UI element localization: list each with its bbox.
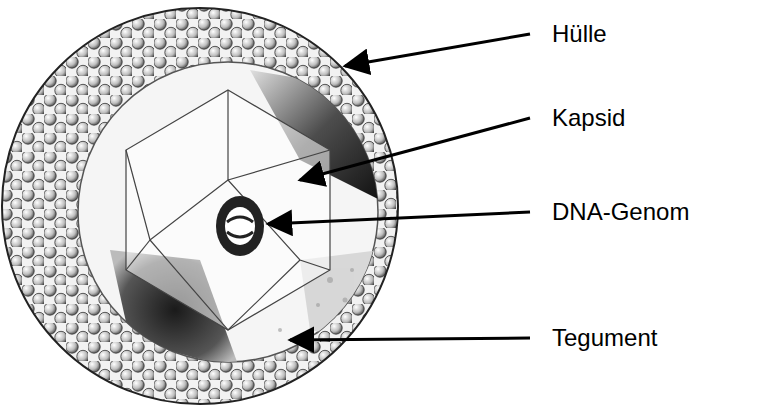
virus-interior [78,62,380,370]
virus-envelope [0,0,400,411]
part-label: Hülle [552,21,607,47]
capsid-outline [126,90,330,330]
dna-genome [216,196,264,256]
part-label: DNA-Genom [552,199,689,225]
leader-line [345,34,530,66]
leader-line [290,338,530,340]
part-label: Tegument [552,325,657,351]
part-label: Kapsid [552,105,625,131]
leader-line [268,212,530,224]
leader-line [300,118,530,180]
